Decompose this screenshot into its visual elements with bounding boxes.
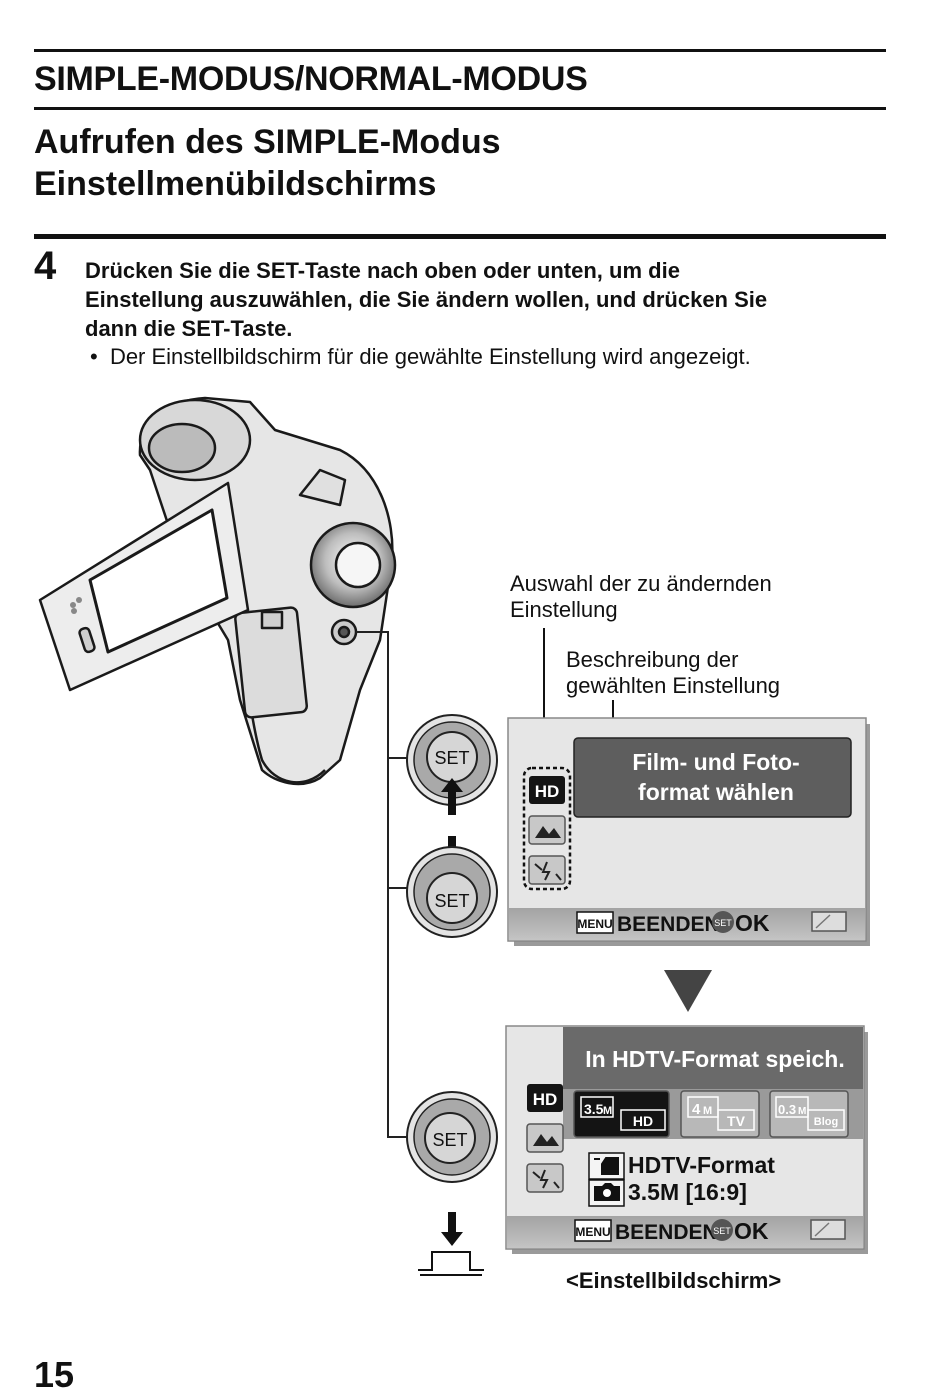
- option-3-size: 0.3: [778, 1102, 796, 1117]
- subtitle-line-1: Aufrufen des SIMPLE-Modus: [34, 123, 501, 161]
- option-1-tag: HD: [633, 1113, 653, 1129]
- top-rule: [34, 49, 886, 52]
- option-2-tag: TV: [727, 1113, 746, 1129]
- option-0-3m-blog[interactable]: 0.3 M Blog: [769, 1090, 849, 1138]
- set-label-1: SET: [434, 748, 469, 768]
- set-key-mini-2: SET: [713, 1226, 731, 1236]
- menu-key-label-2: MENU: [575, 1225, 610, 1239]
- option-3-5m-hd[interactable]: 3.5 M HD: [573, 1090, 670, 1138]
- set-label-2: SET: [434, 891, 469, 911]
- hd-icon: [529, 776, 565, 804]
- subtitle-line-2: Einstellmenübildschirms: [34, 165, 437, 203]
- option-1-size: 3.5: [584, 1101, 604, 1117]
- press-button-icon: [418, 1251, 484, 1276]
- settings-screen-2: In HDTV-Format speich. HD 3.5 M HD 4 M T…: [505, 1025, 868, 1254]
- camcorder-illustration: [38, 396, 397, 786]
- set-control-press: SET: [406, 1091, 498, 1276]
- video-format: HDTV-Format: [628, 1152, 775, 1178]
- bullet-text: Der Einstellbildschirm für die gewählte …: [109, 344, 751, 369]
- set-control-up: SET: [406, 714, 498, 815]
- ok-label-1: OK: [735, 910, 770, 936]
- callout-description-line-1: Beschreibung der: [566, 647, 739, 672]
- screen1-status-bar: [509, 908, 865, 940]
- set-label-3: SET: [432, 1130, 467, 1150]
- screen2-title-bar: [563, 1027, 863, 1089]
- callout-selection: Auswahl der zu ändernden Einstellung: [510, 571, 772, 623]
- figure-caption: <Einstellbildschirm>: [566, 1268, 782, 1293]
- exit-label-1: BEENDEN: [617, 913, 720, 936]
- page-number: 15: [34, 1354, 75, 1395]
- hd-icon-2-label: HD: [533, 1090, 558, 1109]
- transition-arrow-icon: [664, 970, 712, 1012]
- description-line-1: Film- und Foto-: [632, 749, 799, 775]
- callout-description-line-2: gewählten Einstellung: [566, 673, 781, 698]
- selection-frame: [522, 766, 572, 891]
- step-bullet: • Der Einstellbildschirm für die gewählt…: [90, 344, 751, 369]
- menu-key-label: MENU: [577, 917, 612, 931]
- flash-icon: [528, 855, 566, 885]
- scene-icon-2: [526, 1123, 564, 1153]
- option-1-unit: M: [603, 1105, 612, 1117]
- screen2-title: In HDTV-Format speich.: [585, 1046, 844, 1072]
- arrow-up-icon: [441, 778, 463, 815]
- set-key-icon-2: [711, 1219, 733, 1241]
- settings-screen-1: HD Film- und Foto- format wählen MENU BE…: [507, 717, 870, 946]
- battery-icon: [811, 911, 847, 932]
- option-4m-tv[interactable]: 4 M TV: [680, 1090, 760, 1138]
- callout-description: Beschreibung der gewählten Einstellung: [566, 647, 780, 699]
- step-instruction: Drücken Sie die SET-Taste nach oben oder…: [85, 256, 885, 343]
- option-3-tag: Blog: [814, 1116, 838, 1128]
- option-2-unit: M: [703, 1105, 712, 1117]
- leader-line: [356, 631, 415, 1138]
- step-line-2: Einstellung auszuwählen, die Sie ändern …: [85, 287, 768, 312]
- step-rule: [34, 234, 886, 239]
- page-subtitle: Aufrufen des SIMPLE-Modus Einstellmenübi…: [34, 121, 501, 205]
- exit-label-2: BEENDEN: [615, 1221, 718, 1244]
- set-key-icon: [712, 911, 734, 933]
- section-rule: [34, 107, 886, 110]
- callout-selection-line-2: Einstellung: [510, 597, 618, 622]
- ok-label-2: OK: [734, 1218, 769, 1244]
- step-line-1: Drücken Sie die SET-Taste nach oben oder…: [85, 258, 680, 283]
- description-line-2: format wählen: [638, 779, 794, 805]
- option-2-size: 4: [692, 1101, 701, 1118]
- hd-icon-2: [527, 1084, 563, 1112]
- step-number: 4: [34, 244, 57, 288]
- callout-selection-line-1: Auswahl der zu ändernden: [510, 571, 772, 596]
- flash-icon-2: [526, 1163, 564, 1193]
- photo-format: 3.5M [16:9]: [628, 1179, 747, 1205]
- hd-icon-label: HD: [535, 782, 560, 801]
- description-box: [573, 737, 852, 818]
- battery-icon-2: [810, 1219, 846, 1240]
- press-arrow-icon: [441, 1212, 463, 1246]
- step-line-3: dann die SET-Taste.: [85, 316, 293, 341]
- section-title: SIMPLE-MODUS/NORMAL-MODUS: [34, 60, 588, 98]
- menu-key-icon-2: [574, 1219, 612, 1242]
- set-key-mini-1: SET: [714, 918, 732, 928]
- scene-icon: [528, 815, 566, 845]
- menu-key-icon: [576, 911, 614, 934]
- screen2-status-bar: [507, 1216, 863, 1248]
- set-control-down: SET: [406, 836, 498, 938]
- option-3-unit: M: [798, 1106, 806, 1117]
